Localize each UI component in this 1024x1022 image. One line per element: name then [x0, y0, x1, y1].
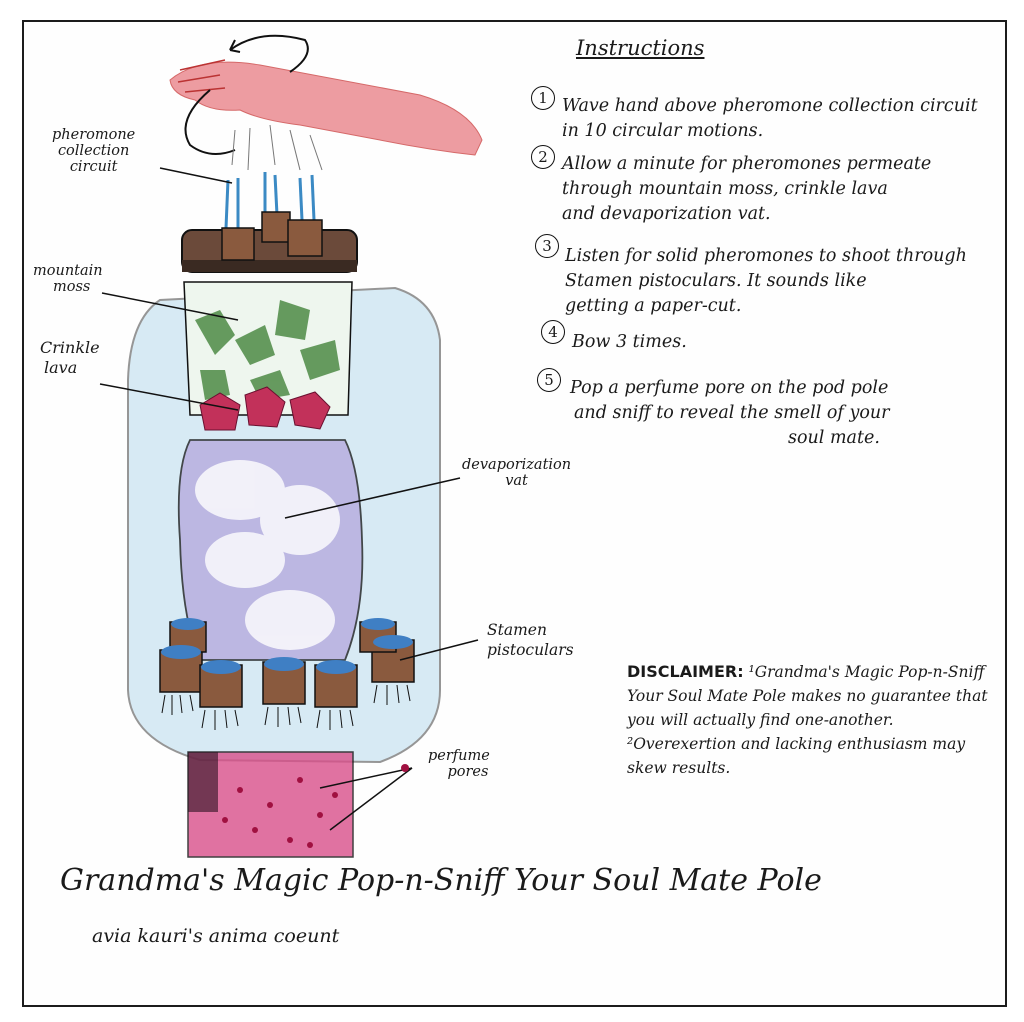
- label-perfume-pores: perfume pores: [428, 748, 490, 780]
- instruction-step-3: Listen for solid pheromones to shoot thr…: [565, 244, 967, 319]
- step-line: and sniff to reveal the smell of your: [574, 403, 890, 423]
- label-stamen-pistoculars: Stamen pistoculars: [487, 620, 574, 660]
- step-number-3: 3: [535, 234, 559, 258]
- label-mountain-moss: mountain moss: [33, 263, 103, 295]
- hand-illustration: [169, 59, 483, 156]
- label-line: pheromone: [52, 127, 136, 143]
- step-line: getting a paper-cut.: [565, 296, 742, 316]
- label-line: circuit: [69, 159, 118, 175]
- label-line: pores: [447, 764, 489, 780]
- label-line: moss: [53, 279, 91, 295]
- disclaimer-line-1: ¹Grandma's Magic Pop-n-Sniff Your Soul M…: [627, 663, 988, 729]
- circuit-cylinder: [261, 211, 291, 243]
- artist-signature: avia kauri's anima coeunt: [92, 925, 340, 947]
- instruction-step-2: Allow a minute for pheromones permeate t…: [562, 152, 931, 227]
- disclaimer: DISCLAIMER: ¹Grandma's Magic Pop-n-Sniff…: [627, 660, 997, 780]
- collection-bristles: [224, 172, 316, 229]
- step-line: Allow a minute for pheromones permeate: [562, 154, 932, 174]
- step-number-1: 1: [531, 86, 555, 110]
- step-number-4: 4: [541, 320, 565, 344]
- leader-lines: [99, 167, 479, 831]
- label-pheromone-collection-circuit: pheromone collection circuit: [52, 127, 135, 175]
- disclaimer-heading: DISCLAIMER:: [627, 662, 744, 681]
- step-line: Bow 3 times.: [572, 332, 687, 352]
- step-line: in 10 circular motions.: [562, 121, 764, 141]
- label-line: lava: [44, 358, 78, 377]
- circuit-cylinder: [221, 227, 255, 261]
- disclaimer-line-2: ²Overexertion and lacking enthusiasm may…: [627, 735, 966, 777]
- step-line: and devaporization vat.: [562, 204, 771, 224]
- circular-motion-arrow: [184, 34, 309, 155]
- instruction-step-4: Bow 3 times.: [572, 330, 687, 355]
- label-line: collection: [57, 143, 130, 159]
- label-line: Crinkle: [40, 338, 100, 357]
- label-line: mountain: [33, 263, 103, 279]
- circuit-cylinder: [287, 219, 323, 257]
- step-line: soul mate.: [788, 428, 880, 448]
- instruction-step-1: Wave hand above pheromone collection cir…: [562, 94, 978, 144]
- label-devaporization-vat: devaporization vat: [462, 457, 571, 489]
- crinkle-lava: [199, 386, 331, 431]
- step-number-5: 5: [537, 368, 561, 392]
- perfume-pores-dots: [222, 777, 338, 848]
- step-line: through mountain moss, crinkle lava: [562, 179, 888, 199]
- step-line: Stamen pistoculars. It sounds like: [565, 271, 867, 291]
- pheromone-spray: [231, 124, 323, 171]
- instructions-title: Instructions: [576, 36, 705, 60]
- step-number-2: 2: [531, 145, 555, 169]
- step-line: Listen for solid pheromones to shoot thr…: [565, 246, 967, 266]
- label-line: Stamen: [487, 621, 547, 639]
- label-crinkle-lava: Crinkle lava: [40, 338, 100, 378]
- stamen-pistoculars: [159, 618, 415, 730]
- step-line: Pop a perfume pore on the pod pole: [570, 378, 889, 398]
- mountain-moss: [195, 300, 340, 400]
- vat-clouds: [195, 460, 340, 650]
- label-line: devaporization: [462, 457, 572, 473]
- label-line: pistoculars: [487, 641, 574, 659]
- instruction-step-5: Pop a perfume pore on the pod pole and s…: [570, 376, 890, 451]
- step-line: Wave hand above pheromone collection cir…: [562, 96, 978, 116]
- label-line: perfume: [428, 748, 490, 764]
- label-line: vat: [505, 473, 528, 489]
- drawing-title: Grandma's Magic Pop-n-Sniff Your Soul Ma…: [60, 863, 822, 898]
